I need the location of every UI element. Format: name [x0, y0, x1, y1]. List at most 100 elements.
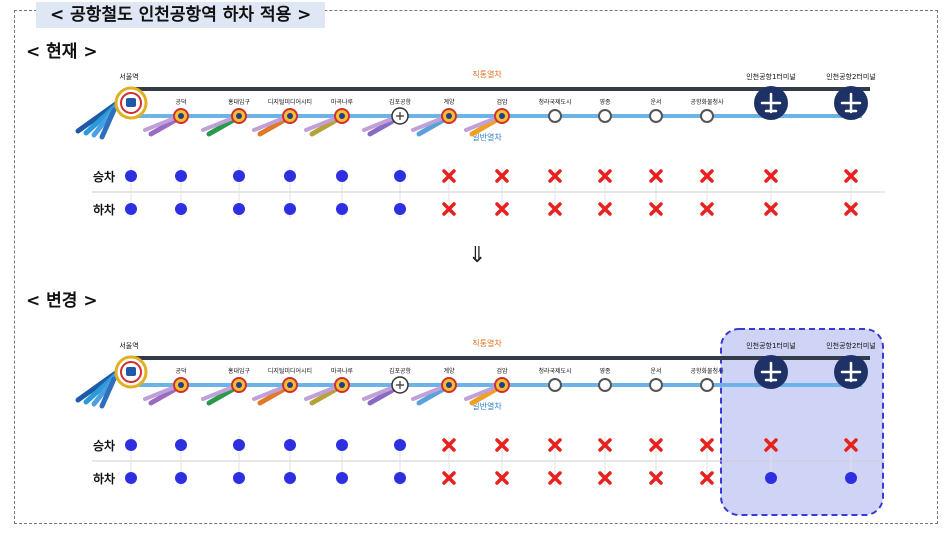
station-label: 마곡나루	[331, 367, 354, 375]
station-label: 운서	[650, 98, 661, 106]
transfer-station-inner	[178, 382, 184, 388]
transfer-station-inner	[499, 113, 505, 119]
alight-available-dot	[175, 472, 187, 484]
alight-unavailable-x	[844, 202, 858, 216]
board-unavailable-x	[548, 438, 562, 452]
station-label: 김포공항	[389, 98, 412, 106]
alight-unavailable-x	[548, 202, 562, 216]
connection-stub	[201, 385, 235, 401]
station-label: 영종	[599, 98, 611, 106]
station-marker	[649, 109, 663, 123]
station-label: 디지털미디어시티	[268, 367, 312, 375]
board-available-dot	[336, 439, 348, 451]
transfer-station-inner	[446, 382, 452, 388]
alight-available-dot	[336, 472, 348, 484]
row-label-alight: 하차	[93, 202, 115, 217]
station-label: 계양	[443, 98, 455, 106]
transfer-station-inner	[287, 382, 293, 388]
station-marker	[548, 109, 562, 123]
transfer-station-inner	[339, 382, 345, 388]
content-frame	[14, 10, 938, 524]
connection-stub	[99, 376, 117, 409]
alight-available-dot	[125, 472, 137, 484]
alight-unavailable-x	[442, 202, 456, 216]
alight-unavailable-x	[442, 471, 456, 485]
alight-unavailable-x	[764, 202, 778, 216]
airplane-icon	[396, 381, 404, 389]
board-unavailable-x	[649, 169, 663, 183]
board-unavailable-x	[700, 438, 714, 452]
board-unavailable-x	[442, 438, 456, 452]
alight-available-dot	[233, 203, 245, 215]
alight-unavailable-x	[598, 202, 612, 216]
station-label: 김포공항	[389, 367, 412, 375]
station-label: 영종	[599, 367, 611, 375]
connection-stub	[148, 384, 182, 406]
board-available-dot	[394, 170, 406, 182]
airplane-icon	[840, 92, 862, 114]
station-label: 인천공항2터미널	[826, 341, 876, 350]
alight-available-dot	[125, 203, 137, 215]
station-label: 디지털미디어시티	[268, 98, 312, 106]
board-available-dot	[284, 170, 296, 182]
connection-stub	[257, 115, 291, 137]
station-label: 인천공항1터미널	[746, 72, 796, 81]
alight-unavailable-x	[598, 471, 612, 485]
transfer-station-inner	[236, 113, 242, 119]
board-unavailable-x	[598, 438, 612, 452]
connection-stub	[411, 385, 445, 401]
board-available-dot	[233, 170, 245, 182]
board-available-dot	[394, 439, 406, 451]
station-label: 공덕	[175, 368, 186, 375]
connection-stub	[469, 115, 503, 137]
connection-stub	[143, 385, 177, 401]
station-label: 공항화물청사	[690, 98, 724, 106]
train-icon	[126, 367, 136, 376]
connection-stub	[362, 385, 396, 401]
connection-stub	[206, 115, 240, 137]
connection-stub	[309, 384, 343, 406]
alight-unavailable-x	[649, 202, 663, 216]
row-label-board: 승차	[93, 438, 115, 453]
board-unavailable-x	[495, 438, 509, 452]
board-unavailable-x	[764, 169, 778, 183]
section-label-changed: < 변경 >	[26, 291, 98, 311]
row-label-board: 승차	[93, 169, 115, 184]
station-marker	[649, 378, 663, 392]
board-available-dot	[175, 439, 187, 451]
connection-stub	[464, 116, 498, 132]
board-unavailable-x	[548, 169, 562, 183]
station-label: 공항화물청사	[690, 367, 724, 375]
alight-available-dot	[336, 203, 348, 215]
board-available-dot	[175, 170, 187, 182]
board-available-dot	[125, 170, 137, 182]
board-available-dot	[125, 439, 137, 451]
station-marker	[548, 378, 562, 392]
alight-available-dot	[175, 203, 187, 215]
board-unavailable-x	[764, 438, 778, 452]
station-label: 인천공항2터미널	[826, 72, 876, 81]
connection-stub	[143, 116, 177, 132]
connection-stub	[362, 116, 396, 132]
alight-available-dot	[233, 472, 245, 484]
connection-stub	[252, 116, 286, 132]
connection-stub	[201, 116, 235, 132]
transfer-station-inner	[236, 382, 242, 388]
station-marker	[598, 109, 612, 123]
alight-available-dot	[765, 472, 777, 484]
transfer-station-inner	[446, 113, 452, 119]
connection-stub	[464, 385, 498, 401]
board-unavailable-x	[700, 169, 714, 183]
board-unavailable-x	[649, 438, 663, 452]
board-available-dot	[336, 170, 348, 182]
station-marker	[598, 378, 612, 392]
row-label-alight: 하차	[93, 471, 115, 486]
local-line-label: 일반열차	[472, 133, 502, 142]
board-unavailable-x	[844, 169, 858, 183]
express-line-label: 직통열차	[472, 338, 502, 348]
station-label: 운서	[650, 367, 661, 375]
station-marker	[700, 378, 714, 392]
alight-available-dot	[284, 203, 296, 215]
